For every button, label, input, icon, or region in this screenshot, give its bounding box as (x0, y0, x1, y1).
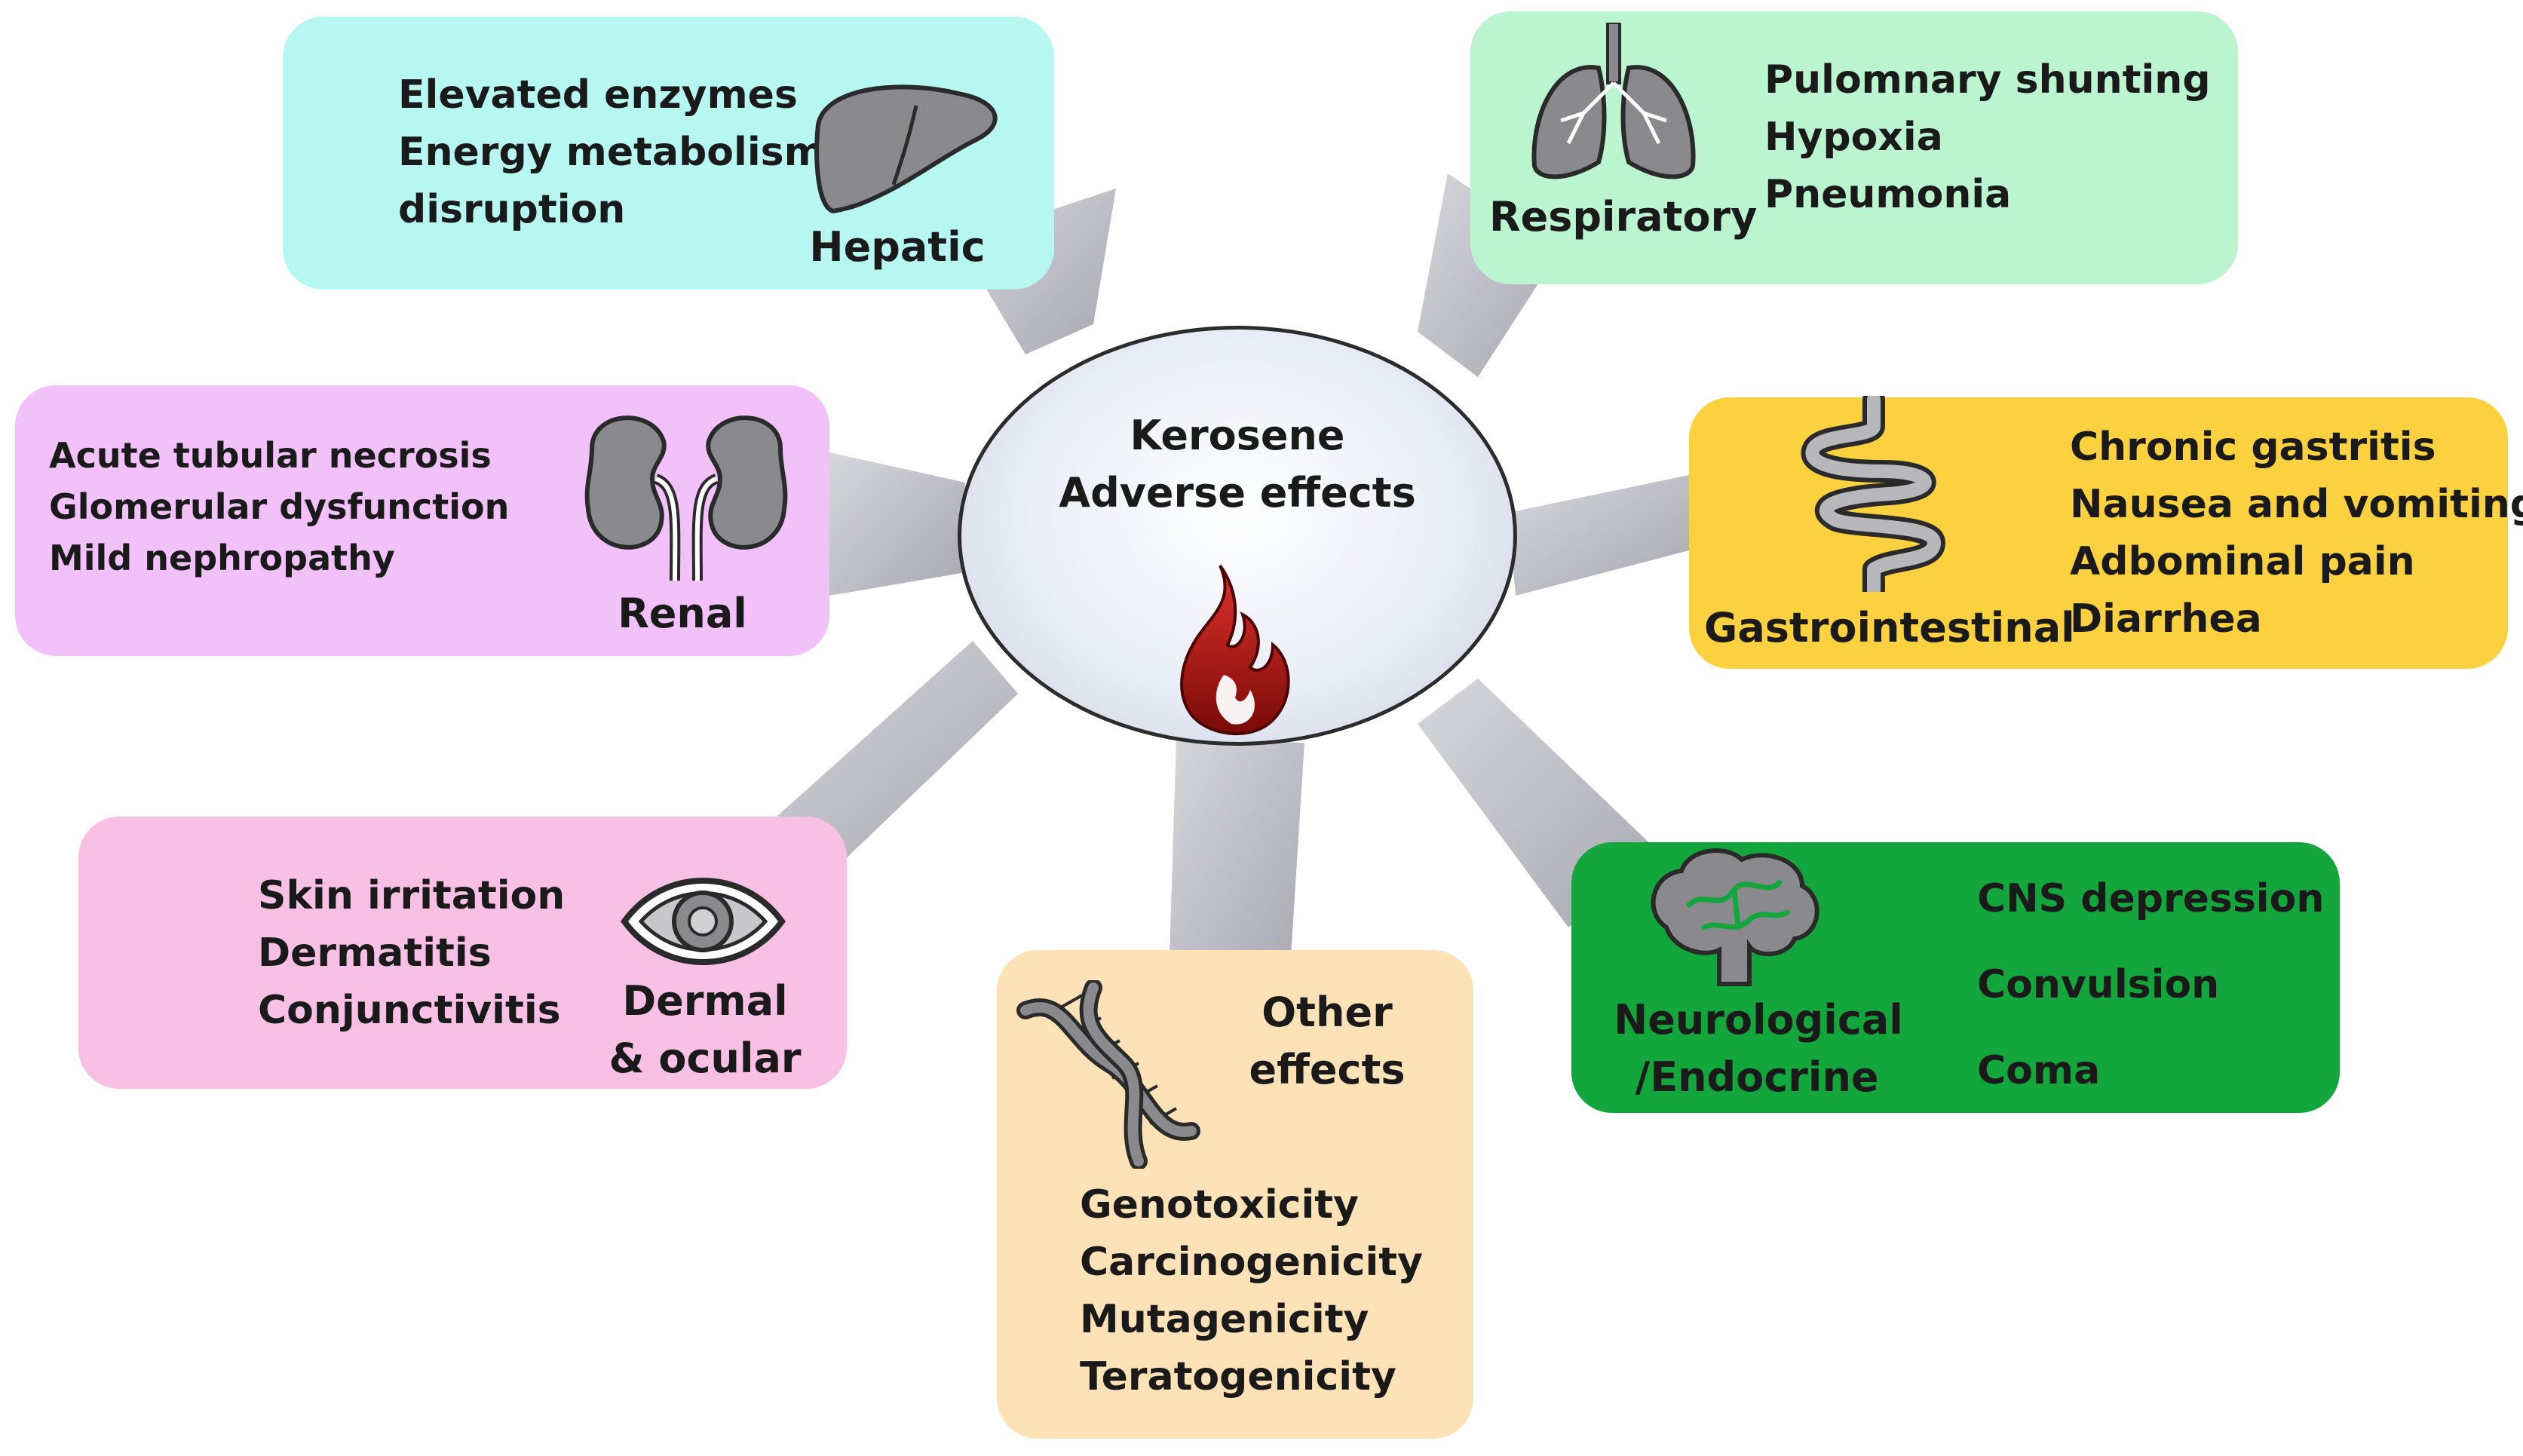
dna-icon (1016, 980, 1200, 1169)
renal-effect-2: Glomerular dysfunction (49, 486, 510, 527)
eye-icon (621, 878, 786, 965)
center-title-line2: Adverse effects (1059, 469, 1416, 516)
neurological-label-line1: Neurological (1614, 996, 1903, 1044)
kidneys-icon (584, 415, 788, 581)
respiratory-effect-1: Pulomnary shunting (1764, 57, 2211, 103)
lungs-icon (1531, 23, 1696, 179)
other-effect-3: Mutagenicity (1080, 1297, 1369, 1342)
gi-effect-2: Nausea and vomiting (2070, 482, 2523, 527)
hepatic-effect-2: Energy metabolism (398, 130, 825, 175)
center-title-line1: Kerosene (1130, 412, 1345, 459)
neuro-effect-2: Convulsion (1977, 962, 2220, 1007)
hepatic-label: Hepatic (809, 223, 986, 271)
gi-effect-1: Chronic gastritis (2070, 425, 2436, 470)
renal-label: Renal (618, 590, 747, 637)
center-title: Kerosene Adverse effects (958, 407, 1517, 522)
gi-effect-4: Diarrhea (2070, 596, 2262, 642)
renal-effect-1: Acute tubular necrosis (49, 435, 492, 476)
other-label-line1: Other (1262, 989, 1393, 1036)
flame-icon (1180, 564, 1290, 736)
spoke-other (1169, 739, 1304, 980)
hepatic-effect-1: Elevated enzymes (398, 72, 798, 118)
hepatic-effect-3: disruption (398, 187, 626, 232)
spoke-gastrointestinal (1508, 475, 1689, 596)
dermal-effect-3: Conjunctivitis (258, 988, 561, 1033)
respiratory-effect-3: Pneumonia (1764, 172, 2012, 217)
gi-effect-3: Adbominal pain (2070, 539, 2415, 584)
respiratory-effect-2: Hypoxia (1764, 115, 1943, 160)
intestine-icon (1801, 396, 1945, 592)
respiratory-label: Respiratory (1489, 193, 1758, 241)
other-label-line2: effects (1249, 1046, 1406, 1093)
other-effect-2: Carcinogenicity (1080, 1240, 1424, 1285)
liver-icon (814, 84, 998, 214)
renal-effect-3: Mild nephropathy (49, 538, 395, 578)
dermal-label-line2: & ocular (609, 1035, 802, 1082)
dermal-effect-1: Skin irritation (258, 873, 566, 918)
other-effect-1: Genotoxicity (1080, 1182, 1360, 1228)
gastrointestinal-label: Gastrointestinal (1704, 604, 2075, 651)
dermal-label-line1: Dermal (622, 977, 788, 1025)
neuro-effect-3: Coma (1977, 1048, 2101, 1093)
spoke-dermal (754, 641, 1018, 867)
spoke-renal (829, 452, 965, 596)
neuro-effect-1: CNS depression (1977, 876, 2325, 921)
other-effect-4: Teratogenicity (1080, 1354, 1396, 1399)
dermal-effect-2: Dermatitis (258, 930, 492, 976)
neurological-label-line2: /Endocrine (1635, 1053, 1879, 1101)
brain-icon (1651, 848, 1819, 986)
